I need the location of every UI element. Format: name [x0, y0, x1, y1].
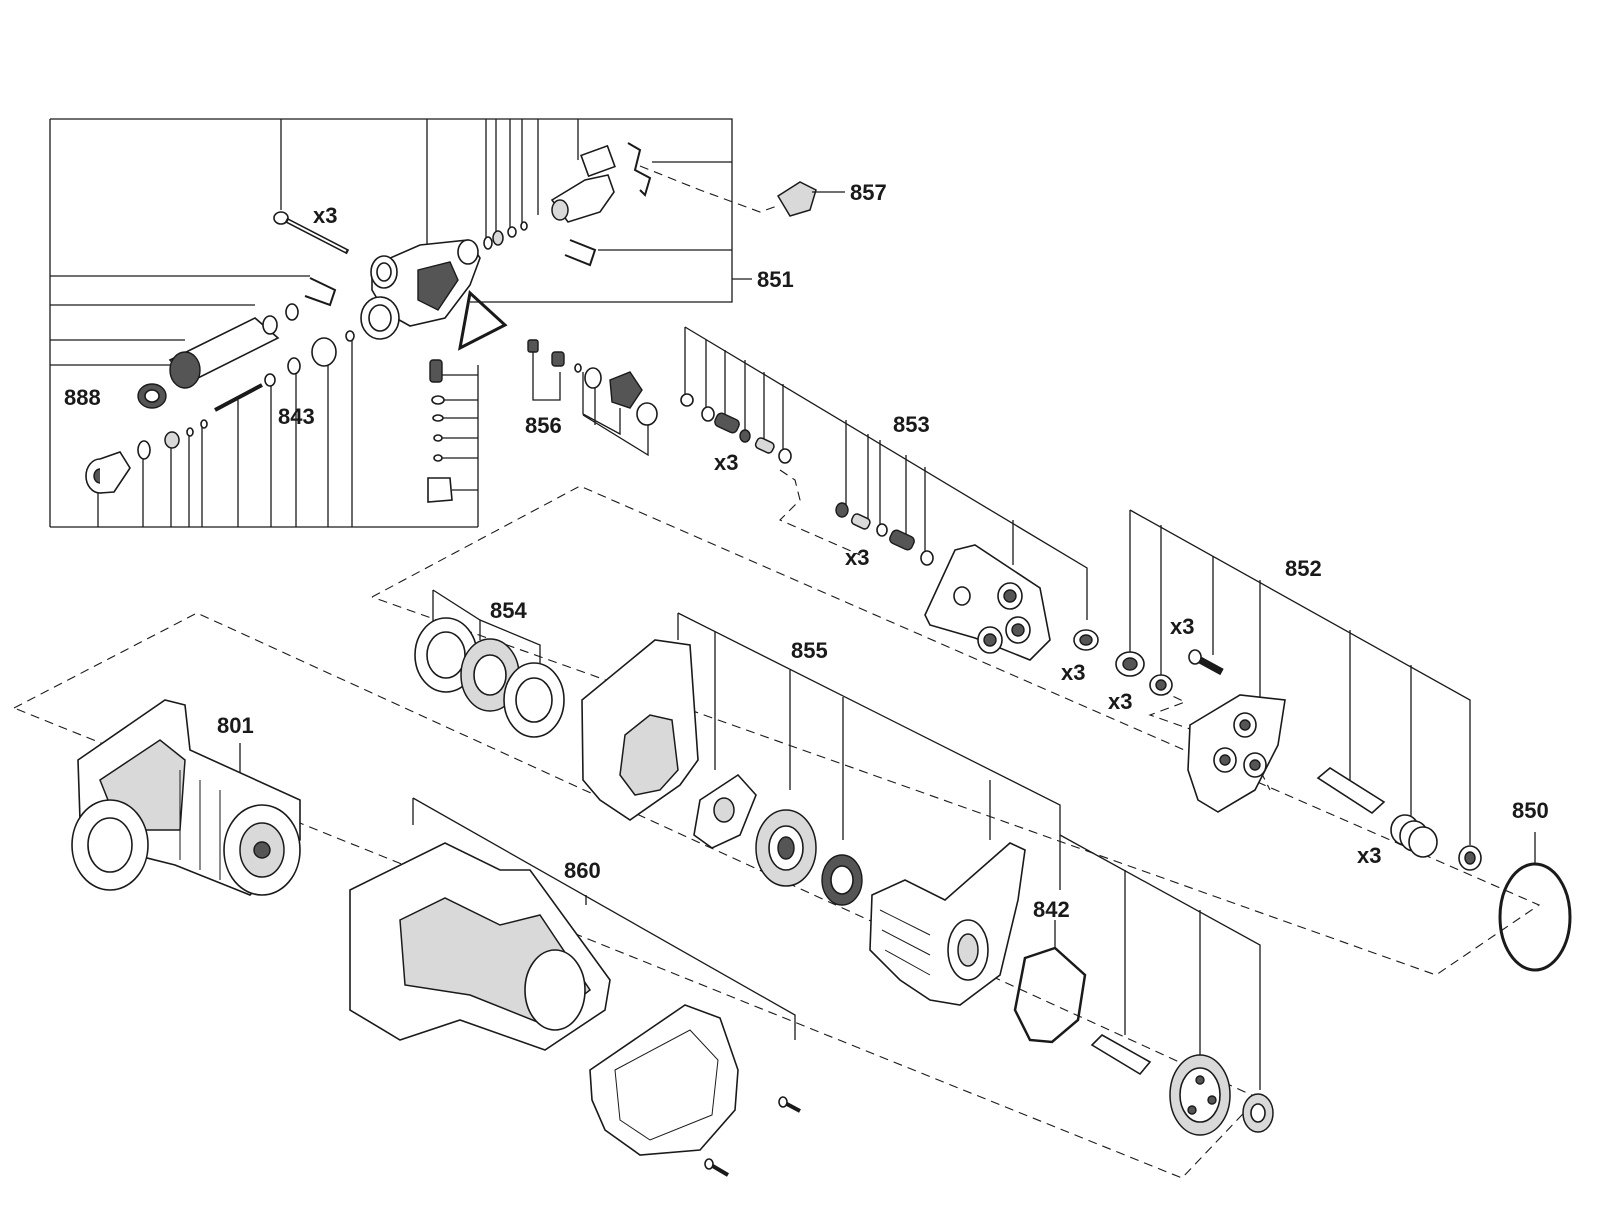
spring-small — [492, 230, 504, 246]
swashplate-852-parts — [1115, 509, 1482, 871]
qty-label-853-lower: x3 — [845, 545, 869, 570]
drive-shaft — [1090, 1034, 1152, 1076]
swash-housing — [1187, 694, 1286, 813]
spring — [164, 431, 180, 449]
retaining-clip — [627, 142, 652, 197]
o-ring-small — [483, 236, 493, 250]
valve-head-parts — [85, 142, 652, 503]
wobble-plate-855-group — [581, 612, 1061, 906]
spring-vertical — [429, 359, 443, 383]
qty-label-seal: x3 — [1061, 660, 1085, 685]
motor-housing-860 — [349, 797, 801, 1177]
qty-label-853-upper: x3 — [714, 450, 738, 475]
label-851: 851 — [757, 267, 794, 292]
gasket-842 — [1013, 920, 1087, 1044]
label-855: 855 — [791, 638, 828, 663]
label-856: 856 — [525, 413, 562, 438]
dash-link-857 — [639, 165, 781, 213]
o-ring-small — [520, 221, 528, 231]
o-ring-small — [432, 414, 444, 422]
qty-label-bolt: x3 — [313, 203, 337, 228]
pump-head-853-parts — [680, 326, 1099, 661]
valve-plug — [427, 477, 453, 503]
valve-head-box — [49, 118, 752, 528]
label-860: 860 — [564, 858, 601, 883]
dash-link-853 — [779, 469, 861, 556]
o-ring — [137, 440, 151, 460]
qty-label-852-bolt: x3 — [1170, 614, 1194, 639]
manifold-body — [360, 239, 481, 340]
u-clip — [564, 239, 597, 267]
assembly-outlines — [13, 165, 1541, 1179]
head-bolt — [273, 211, 350, 255]
o-ring — [345, 330, 355, 342]
o-ring — [264, 373, 276, 387]
label-857: 857 — [850, 180, 887, 205]
assembly-outline-pump — [371, 485, 1541, 976]
label-850: 850 — [1512, 798, 1549, 823]
screw — [784, 1101, 801, 1113]
thrust-bearing-854 — [414, 589, 565, 738]
label-852: 852 — [1285, 556, 1322, 581]
qty-label-spring: x3 — [1357, 843, 1381, 868]
cap-857 — [776, 181, 845, 217]
o-ring-small — [431, 395, 445, 405]
o-ring — [285, 303, 299, 321]
label-853: 853 — [893, 412, 930, 437]
valve-seat — [311, 337, 337, 367]
o-ring-small — [200, 419, 208, 429]
inlet-fitting — [550, 144, 616, 223]
u-clip-left — [304, 277, 337, 307]
qty-label-ring: x3 — [1108, 689, 1132, 714]
label-842: 842 — [1033, 897, 1070, 922]
push-rod — [214, 383, 263, 412]
check-valve-856 — [527, 339, 658, 457]
o-ring-small — [433, 434, 443, 442]
strainer-888 — [137, 383, 167, 409]
spring-852 — [1390, 814, 1438, 858]
label-854: 854 — [490, 598, 527, 623]
o-ring-850 — [1498, 832, 1572, 972]
o-ring-small — [507, 226, 517, 238]
screw — [709, 1163, 730, 1177]
label-801: 801 — [217, 713, 254, 738]
triangle-gasket — [457, 290, 508, 351]
part-labels: 851 857 888 843 856 853 852 854 855 801 … — [64, 180, 1549, 922]
o-ring — [287, 357, 301, 375]
gear-housing — [869, 842, 1026, 1006]
label-843: 843 — [278, 404, 315, 429]
o-ring-small — [433, 454, 443, 462]
piston — [1316, 767, 1386, 815]
bypass-cylinder — [168, 315, 280, 389]
motor-801 — [71, 699, 301, 896]
outlet-fitting — [85, 451, 131, 494]
leader-842-group — [1059, 834, 1274, 1136]
o-ring-small — [186, 427, 194, 437]
pump-head-casting — [924, 544, 1051, 661]
label-888: 888 — [64, 385, 101, 410]
